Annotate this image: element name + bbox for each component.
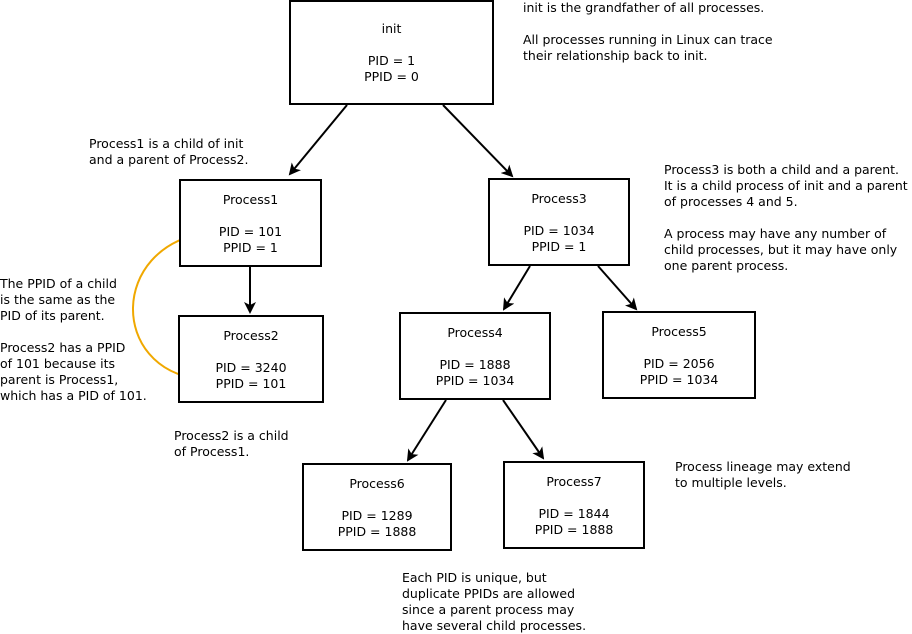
edge-process4-process7 — [502, 399, 545, 460]
node-name: Process6 — [349, 476, 405, 491]
ppid-link-curve — [132, 232, 206, 380]
node-process7: Process7 PID = 1844 PPID = 1888 — [503, 461, 645, 549]
node-name: Process4 — [447, 325, 503, 340]
note-process3: Process3 is both a child and a parent. I… — [664, 162, 908, 273]
node-ppid: PPID = 1 — [223, 240, 278, 255]
node-ppid: PPID = 0 — [364, 69, 419, 84]
node-name: Process7 — [546, 474, 602, 489]
node-process6: Process6 PID = 1289 PPID = 1888 — [302, 463, 452, 551]
node-ppid: PPID = 1 — [531, 239, 587, 254]
node-process4: Process4 PID = 1888 PPID = 1034 — [399, 312, 551, 400]
node-name: Process2 — [223, 328, 279, 343]
edge-init-process3 — [442, 104, 514, 178]
node-pid: PID = 3240 — [215, 360, 287, 375]
node-process1: Process1 PID = 101 PPID = 1 — [179, 179, 322, 267]
node-name: Process5 — [651, 324, 707, 339]
note-init-grandfather: init is the grandfather of all processes… — [523, 0, 773, 63]
node-init: init PID = 1 PPID = 0 — [289, 0, 494, 105]
node-name: Process3 — [531, 191, 587, 206]
node-name: Process1 — [222, 192, 279, 207]
node-process5: Process5 PID = 2056 PPID = 1034 — [602, 311, 756, 399]
node-ppid: PPID = 1034 — [435, 373, 515, 388]
node-pid: PID = 101 — [218, 224, 283, 239]
note-unique-pid: Each PID is unique, but duplicate PPIDs … — [402, 570, 587, 633]
edge-process4-process6 — [406, 399, 447, 462]
node-ppid: PPID = 1034 — [639, 372, 719, 387]
edge-process3-process4 — [502, 265, 531, 311]
node-ppid: PPID = 1888 — [534, 522, 614, 537]
edge-init-process1 — [288, 104, 348, 176]
node-pid: PID = 1888 — [439, 357, 511, 372]
note-ppid-explanation: The PPID of a child is the same as the P… — [0, 276, 147, 403]
node-process3: Process3 PID = 1034 PPID = 1 — [488, 178, 630, 266]
note-process2: Process2 is a child of Process1. — [174, 428, 289, 459]
node-pid: PID = 1289 — [341, 508, 413, 523]
node-name: init — [381, 21, 402, 36]
node-pid: PID = 1034 — [523, 223, 595, 238]
node-process2: Process2 PID = 3240 PPID = 101 — [178, 315, 324, 403]
node-pid: PID = 1 — [367, 53, 416, 68]
node-pid: PID = 1844 — [538, 506, 610, 521]
node-ppid: PPID = 101 — [215, 376, 287, 391]
note-process1: Process1 is a child of init and a parent… — [89, 136, 249, 167]
node-pid: PID = 2056 — [643, 356, 715, 371]
edge-process3-process5 — [597, 265, 638, 311]
note-lineage: Process lineage may extend to multiple l… — [675, 459, 851, 490]
node-ppid: PPID = 1888 — [337, 524, 417, 539]
